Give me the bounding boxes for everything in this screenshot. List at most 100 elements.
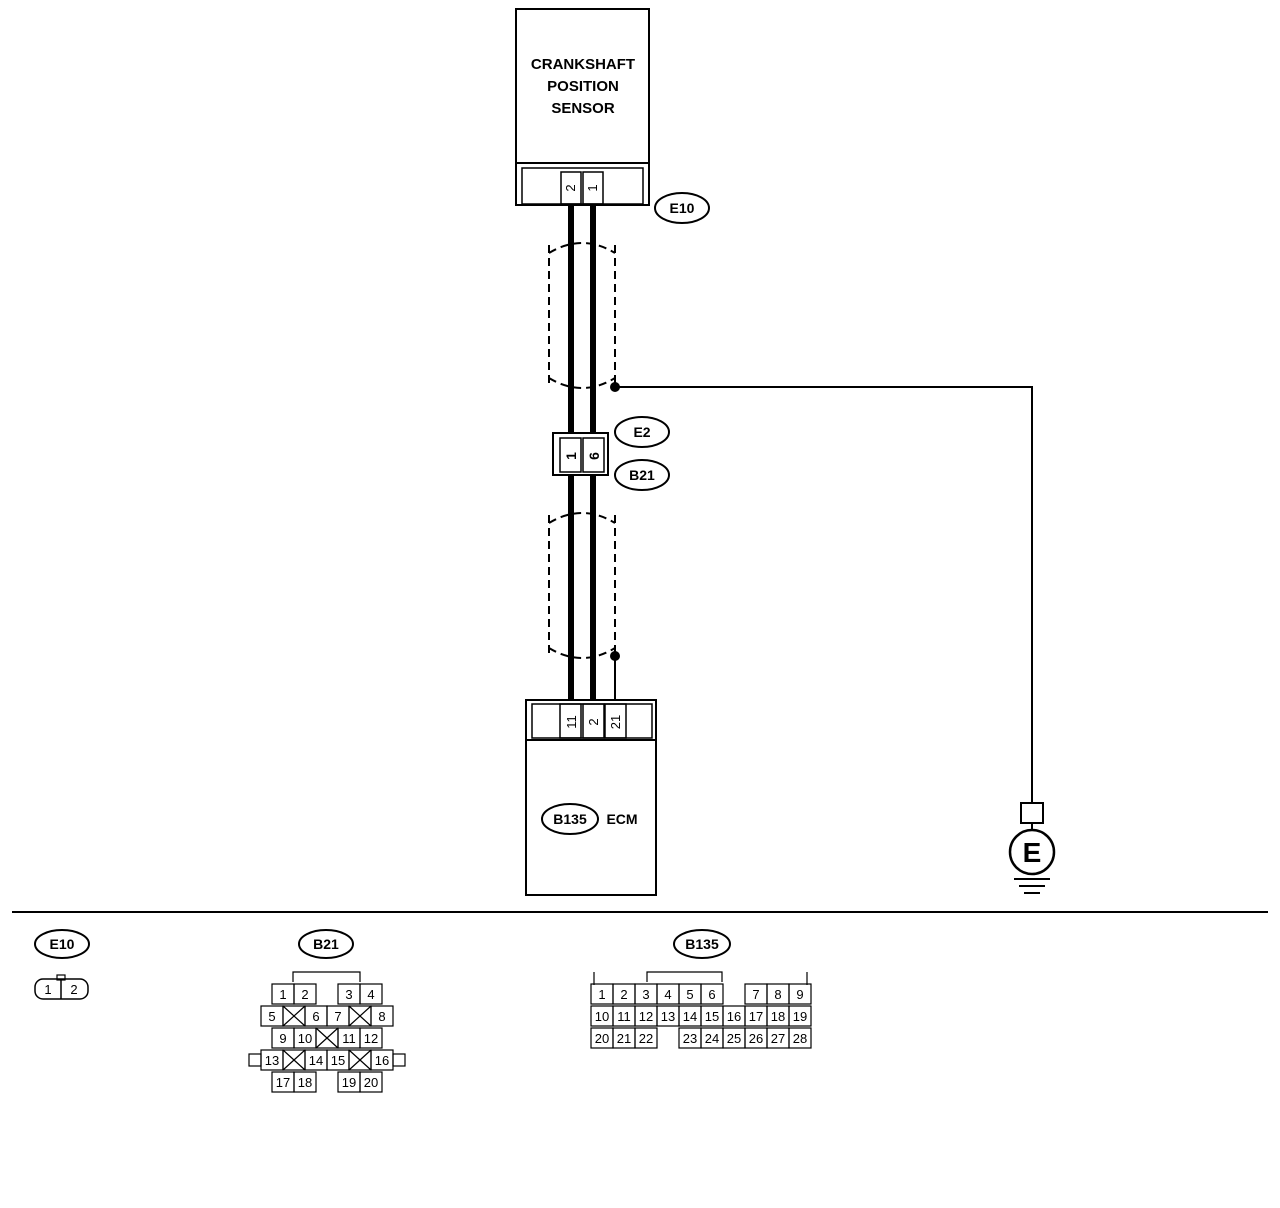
b135-pin-1: 1 [590, 983, 614, 1005]
b21-pin-12-label: 12 [364, 1031, 378, 1046]
b135-pin-16-label: 16 [727, 1009, 741, 1024]
b135-pin-24: 24 [700, 1027, 724, 1049]
b135-pin-18-label: 18 [771, 1009, 785, 1024]
b135-pin-7-label: 7 [752, 987, 759, 1002]
junction-pin-1: 1 [563, 452, 579, 460]
b21-pin-17-label: 17 [276, 1075, 290, 1090]
b135-pin-10: 10 [590, 1005, 614, 1027]
b21-blank-cell-4 [282, 1049, 306, 1071]
b135-pin-15: 15 [700, 1005, 724, 1027]
crankshaft-position-sensor: CRANKSHAFT POSITION SENSOR 2 1 E10 [515, 8, 710, 224]
b135-pin-3-label: 3 [642, 987, 649, 1002]
b135-pin-27: 27 [766, 1027, 790, 1049]
b135-pin-22: 22 [634, 1027, 658, 1049]
b135-pin-12: 12 [634, 1005, 658, 1027]
b21-pin-18: 18 [293, 1071, 317, 1093]
b21-pin-11: 11 [337, 1027, 361, 1049]
b21-pin-8: 8 [370, 1005, 394, 1027]
b21-latch-tab-1 [248, 1053, 262, 1067]
b21-view-id: B21 [313, 936, 339, 952]
b135-pin-11-label: 11 [617, 1009, 631, 1024]
b21-pin-7-label: 7 [334, 1009, 341, 1024]
b21-pin-20: 20 [359, 1071, 383, 1093]
b21-pin-7: 7 [326, 1005, 350, 1027]
b21-pin-6-label: 6 [312, 1009, 319, 1024]
sensor-connector-id: E10 [670, 200, 695, 216]
b135-pin-25: 25 [722, 1027, 746, 1049]
b21-pin-10: 10 [293, 1027, 317, 1049]
b21-pin-16: 16 [370, 1049, 394, 1071]
b21-pin-6: 6 [304, 1005, 328, 1027]
junction-bottom-id: B21 [629, 467, 655, 483]
b135-pin-13: 13 [656, 1005, 680, 1027]
b135-pin-3: 3 [634, 983, 658, 1005]
b135-view-id: B135 [685, 936, 719, 952]
b135-pin-5-label: 5 [686, 987, 693, 1002]
b21-pin-9: 9 [271, 1027, 295, 1049]
b135-pin-26: 26 [744, 1027, 768, 1049]
b21-pin-1: 1 [271, 983, 295, 1005]
b21-pin-15-label: 15 [331, 1053, 345, 1068]
b135-pin-17: 17 [744, 1005, 768, 1027]
b21-pin-18-label: 18 [298, 1075, 312, 1090]
b21-pin-19-label: 19 [342, 1075, 356, 1090]
b21-blank-cell-2 [348, 1005, 372, 1027]
b135-pin-1-label: 1 [598, 987, 605, 1002]
b135-pin-26-label: 26 [749, 1031, 763, 1046]
b21-pin-17: 17 [271, 1071, 295, 1093]
b135-pin-24-label: 24 [705, 1031, 719, 1046]
b21-pin-14-label: 14 [309, 1053, 323, 1068]
b135-pin-11: 11 [612, 1005, 636, 1027]
b135-pin-7: 7 [744, 983, 768, 1005]
e10-view-pin-1: 1 [44, 982, 51, 997]
junction-top-id: E2 [633, 424, 650, 440]
b135-pin-10-label: 10 [595, 1009, 609, 1024]
b21-pin-14: 14 [304, 1049, 328, 1071]
ecm: 11 2 21 B135 ECM [525, 699, 657, 896]
b21-latch-tab-2 [392, 1053, 406, 1067]
harness-wires [568, 205, 596, 700]
b135-pin-23: 23 [678, 1027, 702, 1049]
b135-pin-17-label: 17 [749, 1009, 763, 1024]
b21-pin-1-label: 1 [279, 987, 286, 1002]
b21-pin-16-label: 16 [375, 1053, 389, 1068]
sensor-title-line-2: POSITION [547, 78, 619, 95]
b135-pin-8: 8 [766, 983, 790, 1005]
b135-pin-21: 21 [612, 1027, 636, 1049]
b135-pin-2-label: 2 [620, 987, 627, 1002]
b21-pin-2: 2 [293, 983, 317, 1005]
ground-label: E [1023, 837, 1042, 868]
b135-pin-6: 6 [700, 983, 724, 1005]
b135-pin-20-label: 20 [595, 1031, 609, 1046]
b21-pin-8-label: 8 [378, 1009, 385, 1024]
b135-pin-27-label: 27 [771, 1031, 785, 1046]
ecm-pin-11: 11 [564, 715, 579, 729]
b135-pin-25-label: 25 [727, 1031, 741, 1046]
connector-view-e10: E10 1 2 [34, 929, 90, 1000]
b135-pin-6-label: 6 [708, 987, 715, 1002]
b135-pin-8-label: 8 [774, 987, 781, 1002]
sensor-pin-2: 2 [563, 184, 578, 191]
b21-pin-5: 5 [260, 1005, 284, 1027]
b135-pin-4: 4 [656, 983, 680, 1005]
b135-pin-22-label: 22 [639, 1031, 653, 1046]
b21-pin-4-label: 4 [367, 987, 374, 1002]
ecm-connector-id: B135 [553, 811, 587, 827]
b21-pin-10-label: 10 [298, 1031, 312, 1046]
b21-pin-19: 19 [337, 1071, 361, 1093]
sensor-title-line-3: SENSOR [551, 100, 615, 117]
b135-pin-19: 19 [788, 1005, 812, 1027]
b21-pin-4: 4 [359, 983, 383, 1005]
ecm-pin-21: 21 [608, 715, 623, 729]
junction-pin-6: 6 [586, 452, 602, 460]
ecm-label: ECM [606, 811, 637, 827]
b135-pin-15-label: 15 [705, 1009, 719, 1024]
b21-blank-cell-1 [282, 1005, 306, 1027]
b21-pin-20-label: 20 [364, 1075, 378, 1090]
junction-connector: 1 6 E2 B21 [552, 416, 670, 491]
b21-pin-13: 13 [260, 1049, 284, 1071]
b21-blank-cell-3 [315, 1027, 339, 1049]
b21-pin-15: 15 [326, 1049, 350, 1071]
